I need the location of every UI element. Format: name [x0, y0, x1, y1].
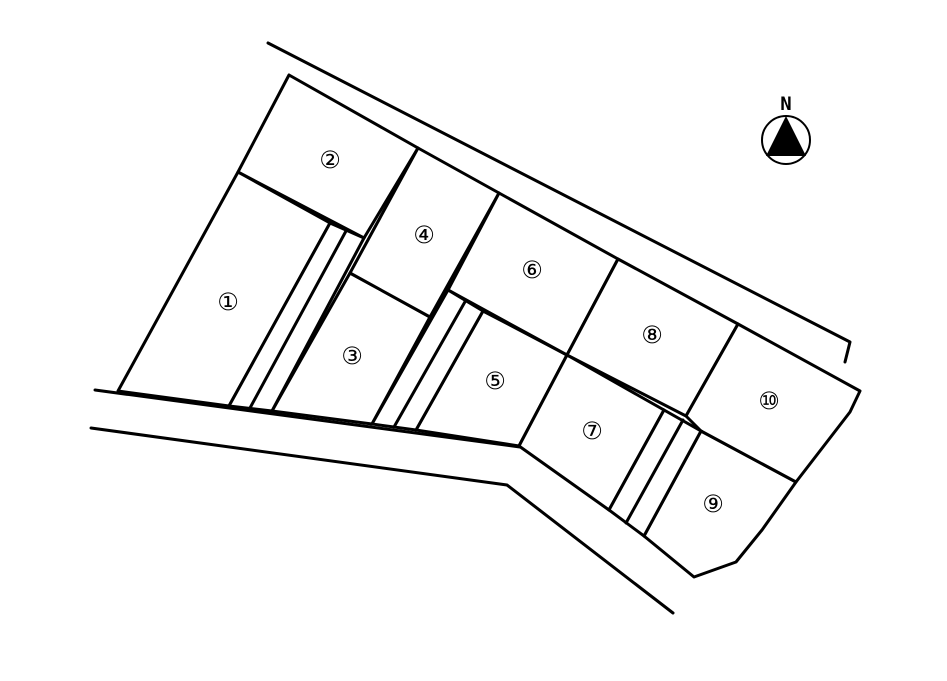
lot-8-label: ⑧	[641, 321, 663, 349]
lot-1-label: ①	[217, 288, 239, 316]
north-road-edge	[266, 41, 852, 364]
south-road-outer-edge	[89, 426, 675, 615]
lot-5-label: ⑤	[484, 367, 506, 395]
lots	[116, 73, 862, 579]
south-road-inner-edge	[93, 388, 522, 449]
access-strip-c-divider	[624, 418, 685, 525]
access-strips	[226, 221, 704, 539]
lot-10-label: ⑩	[758, 387, 780, 415]
lot-7-label: ⑦	[581, 417, 603, 445]
north-letter: N	[780, 93, 791, 115]
lot-labels: ① ② ③ ④ ⑤ ⑥ ⑦ ⑧ ⑨ ⑩	[217, 146, 780, 518]
access-strip-a-divider	[248, 229, 348, 410]
roads	[89, 41, 852, 615]
north-arrow-icon	[766, 116, 806, 156]
access-strip-b	[369, 287, 486, 432]
north-arrow: N	[761, 93, 811, 165]
lot-9-label: ⑨	[702, 490, 724, 518]
lot-3-label: ③	[341, 342, 363, 370]
lot-4-label: ④	[413, 221, 435, 249]
lot-2-label: ②	[319, 146, 341, 174]
access-strip-b-divider	[392, 298, 468, 429]
lot-6-label: ⑥	[521, 256, 543, 284]
access-strip-a	[226, 221, 367, 413]
